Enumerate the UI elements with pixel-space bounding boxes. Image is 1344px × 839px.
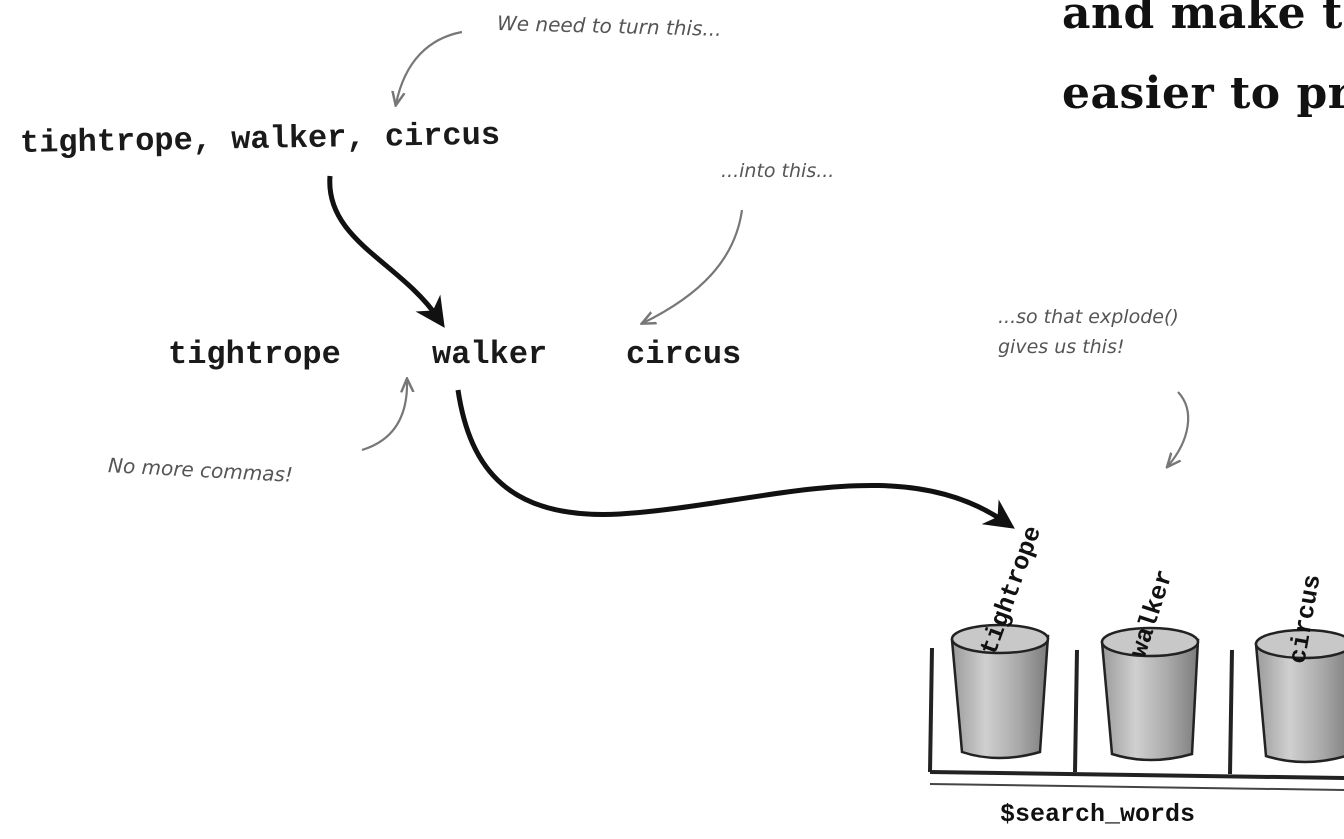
note-into-this-arrow (643, 210, 742, 323)
flow-arrow-to-array (458, 390, 1005, 522)
heading-line-1: and make th (1062, 0, 1344, 39)
note-into-this: ...into this... (721, 160, 834, 182)
note-explode-line-1: ...so that explode() (998, 302, 1179, 332)
flow-arrow-to-words (330, 176, 438, 318)
note-explode-line-2: gives us this! (998, 332, 1179, 362)
note-explode: ...so that explode() gives us this! (998, 302, 1179, 362)
word-walker: walker (432, 336, 547, 373)
word-circus: circus (626, 336, 741, 373)
note-explode-arrow (1168, 392, 1188, 466)
array-variable-name: $search_words (1000, 800, 1195, 829)
heading-line-2: easier to pro (1062, 68, 1344, 119)
word-tightrope: tightrope (168, 336, 341, 373)
note-turn-this-arrow (396, 32, 462, 104)
note-no-commas-arrow (362, 380, 407, 450)
